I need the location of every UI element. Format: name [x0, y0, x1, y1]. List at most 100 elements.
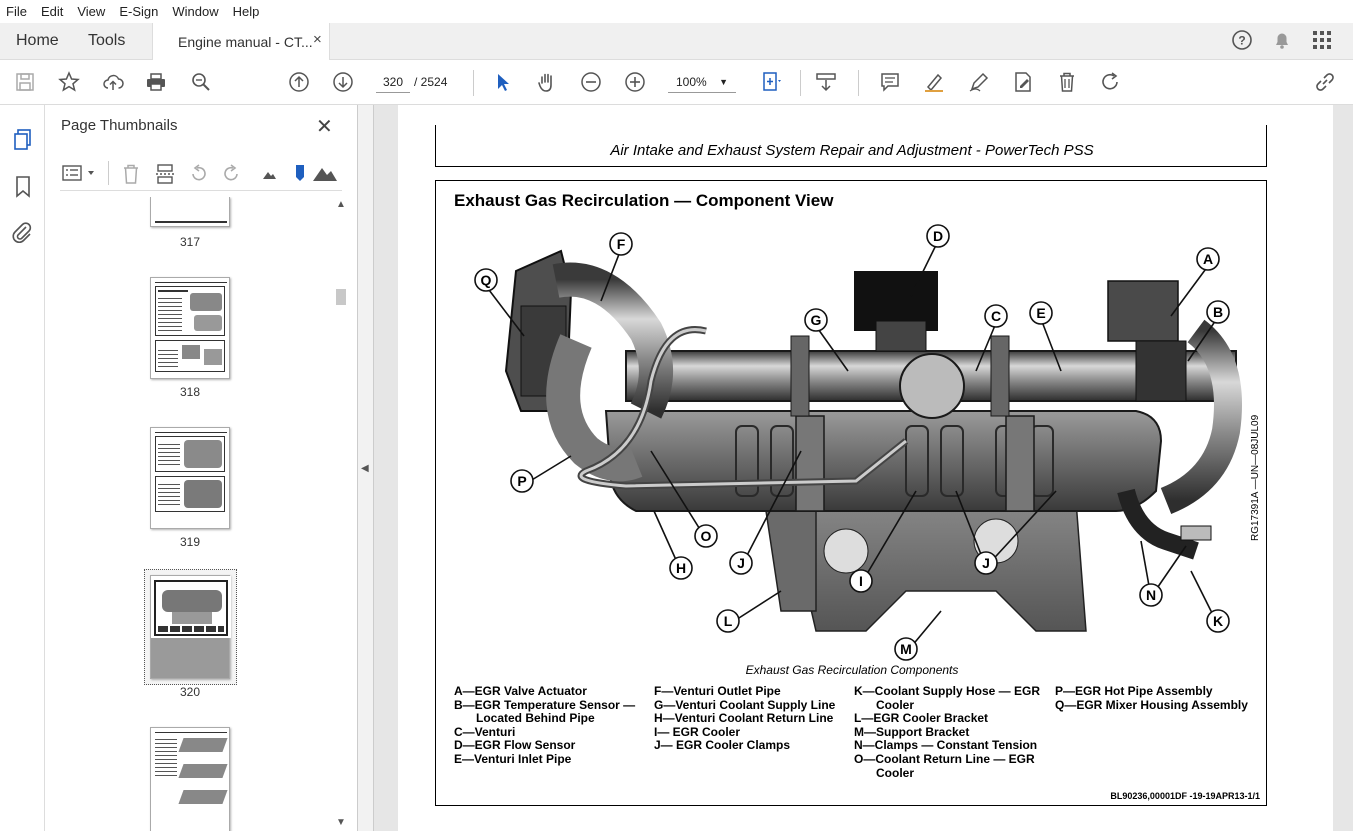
- zoom-level-select[interactable]: 100% ▼: [668, 71, 736, 93]
- callout-g: G: [811, 312, 822, 328]
- page-header-title: Air Intake and Exhaust System Repair and…: [610, 142, 1094, 159]
- menu-window[interactable]: Window: [172, 4, 219, 19]
- rotate-left-icon[interactable]: [187, 163, 209, 185]
- legend-item: N—Clamps — Constant Tension: [854, 738, 1038, 753]
- fit-page-icon[interactable]: [758, 69, 784, 95]
- rotate-right-icon[interactable]: [221, 163, 243, 185]
- tab-bar: Home Tools Engine manual - CT... × ?: [0, 23, 1353, 60]
- page-header-box: Air Intake and Exhaust System Repair and…: [435, 125, 1267, 167]
- help-icon[interactable]: ?: [1231, 29, 1253, 51]
- menu-view[interactable]: View: [77, 4, 106, 19]
- toolbar-divider: [800, 70, 801, 96]
- close-panel-icon[interactable]: ✕: [316, 116, 333, 138]
- callout-j: J: [982, 555, 990, 571]
- scroll-mode-icon[interactable]: [813, 69, 839, 95]
- hand-tool-icon[interactable]: [534, 69, 560, 95]
- close-tab-icon[interactable]: ×: [313, 31, 322, 48]
- legend-item: Cooler: [876, 697, 915, 712]
- previous-page-icon[interactable]: [286, 69, 312, 95]
- menu-file[interactable]: File: [6, 4, 27, 19]
- menu-bar: File Edit View E-Sign Window Help: [0, 0, 1353, 23]
- legend-item: P—EGR Hot Pipe Assembly: [1055, 684, 1213, 698]
- legend-item: Q—EGR Mixer Housing Assembly: [1055, 697, 1248, 712]
- panel-splitter[interactable]: ◀: [358, 105, 374, 831]
- thumbnail-small-icon[interactable]: [261, 167, 277, 181]
- legend-item: Cooler: [876, 765, 915, 780]
- callout-i: I: [859, 573, 863, 589]
- figure-title: Exhaust Gas Recirculation — Component Vi…: [454, 191, 834, 210]
- thumbnail-large-icon[interactable]: [312, 163, 338, 183]
- scrollbar-thumb[interactable]: [336, 289, 346, 305]
- zoom-in-icon[interactable]: [622, 69, 648, 95]
- callout-d: D: [933, 228, 943, 244]
- thumbnail-page-number: 320: [179, 685, 201, 699]
- legend-item: M—Support Bracket: [854, 724, 970, 739]
- egr-engine-illustration: A B C D E F G H I J J K L M N O P: [474, 224, 1242, 661]
- callout-f: F: [617, 236, 626, 252]
- zoom-level-value: 100%: [676, 75, 707, 89]
- edit-document-icon[interactable]: [1010, 69, 1036, 95]
- collapse-panel-icon[interactable]: ◀: [361, 463, 369, 474]
- select-cursor-icon[interactable]: [490, 69, 516, 95]
- zoom-search-icon[interactable]: [188, 69, 214, 95]
- top-right-icons: ?: [1231, 29, 1333, 51]
- legend-item: C—Venturi: [454, 724, 516, 739]
- page-thumbnail[interactable]: [150, 277, 230, 379]
- trash-icon[interactable]: [1054, 69, 1080, 95]
- document-page: Air Intake and Exhaust System Repair and…: [398, 105, 1333, 831]
- tab-document[interactable]: Engine manual - CT... ×: [152, 23, 330, 60]
- thumbnail-size-slider-icon[interactable]: [294, 163, 306, 183]
- chevron-down-icon: ▼: [719, 77, 728, 87]
- upload-cloud-icon[interactable]: [100, 69, 126, 95]
- notification-bell-icon[interactable]: [1271, 29, 1293, 51]
- attachment-paperclip-icon[interactable]: [11, 220, 33, 244]
- legend-item: F—Venturi Outlet Pipe: [654, 684, 781, 698]
- legend-column-4: P—EGR Hot Pipe Assembly Q—EGR Mixer Hous…: [1055, 684, 1248, 712]
- thumbnails-panel: Page Thumbnails ✕ 317: [45, 105, 358, 831]
- document-viewport: Air Intake and Exhaust System Repair and…: [374, 105, 1353, 831]
- thumbnail-list: 317 318: [60, 197, 334, 831]
- legend-item: O—Coolant Return Line — EGR: [854, 751, 1035, 766]
- redo-icon[interactable]: [1098, 69, 1124, 95]
- thumbnail-scrollbar[interactable]: ▲ ▼: [334, 197, 348, 831]
- legend-item: J— EGR Cooler Clamps: [654, 738, 791, 753]
- legend-item: G—Venturi Coolant Supply Line: [654, 697, 836, 712]
- page-total: / 2524: [414, 75, 448, 89]
- draw-pen-icon[interactable]: [966, 69, 992, 95]
- page-thumbnail-selected[interactable]: [150, 575, 231, 679]
- tab-tools[interactable]: Tools: [88, 32, 126, 49]
- apps-grid-icon[interactable]: [1311, 29, 1333, 51]
- comment-icon[interactable]: [877, 69, 903, 95]
- next-page-icon[interactable]: [330, 69, 356, 95]
- page-thumbnail[interactable]: [150, 727, 230, 831]
- menu-esign[interactable]: E-Sign: [119, 4, 159, 19]
- scroll-down-icon[interactable]: ▼: [336, 817, 346, 828]
- page-thumbnail[interactable]: [150, 427, 230, 529]
- print-icon[interactable]: [143, 69, 169, 95]
- save-icon[interactable]: [12, 69, 38, 95]
- bookmark-icon[interactable]: [13, 175, 33, 199]
- scroll-up-icon[interactable]: ▲: [336, 199, 346, 210]
- thumbnail-options-icon[interactable]: [62, 163, 100, 183]
- legend-item: Located Behind Pipe: [476, 711, 595, 726]
- tab-home[interactable]: Home: [16, 32, 59, 49]
- callout-q: Q: [481, 272, 492, 288]
- legend-item: E—Venturi Inlet Pipe: [454, 751, 572, 766]
- callout-m: M: [900, 641, 912, 657]
- zoom-out-icon[interactable]: [578, 69, 604, 95]
- legend-item: H—Venturi Coolant Return Line: [654, 711, 834, 726]
- menu-help[interactable]: Help: [232, 4, 260, 19]
- page-thumbnails-icon[interactable]: [12, 128, 34, 152]
- star-icon[interactable]: [56, 69, 82, 95]
- delete-page-icon[interactable]: [120, 163, 142, 185]
- insert-page-icon[interactable]: [154, 163, 176, 185]
- legend-item: A—EGR Valve Actuator: [454, 684, 587, 698]
- highlight-pen-icon[interactable]: [921, 69, 947, 95]
- menu-edit[interactable]: Edit: [40, 4, 64, 19]
- left-rail: [0, 105, 45, 831]
- page-number-input[interactable]: 320: [376, 71, 410, 93]
- panel-title: Page Thumbnails: [61, 117, 178, 134]
- share-link-icon[interactable]: [1312, 69, 1338, 95]
- page-thumbnail[interactable]: [150, 197, 230, 227]
- tab-document-title: Engine manual - CT...: [178, 34, 313, 50]
